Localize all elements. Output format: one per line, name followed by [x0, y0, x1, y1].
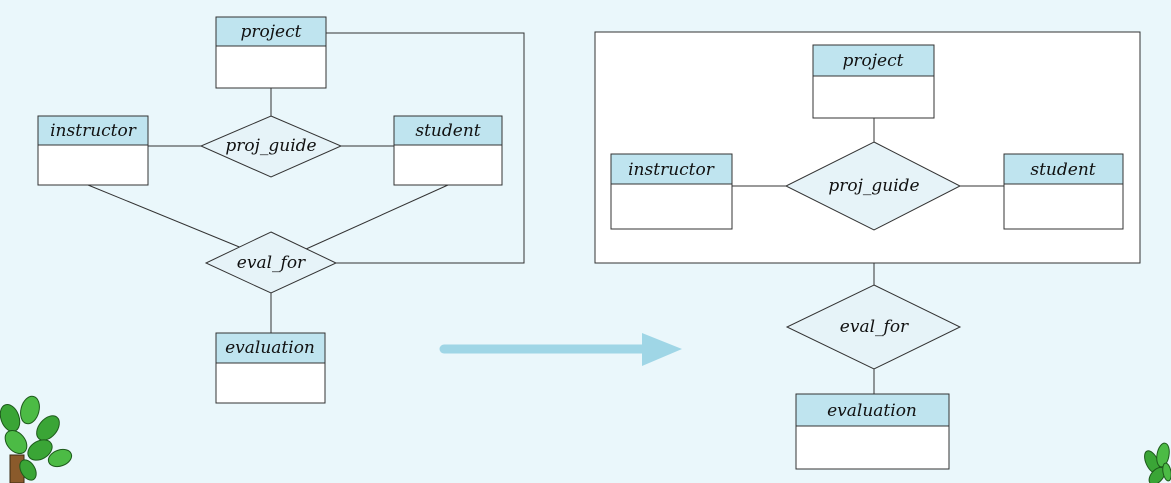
entity-instructor-label: instructor [50, 121, 137, 141]
entity-evaluation: evaluation [215, 332, 326, 404]
entity-evaluation-agg: evaluation [795, 393, 950, 470]
tree-icon [0, 395, 73, 483]
entity-student-label: student [415, 121, 480, 141]
entity-instructor-agg: instructor [610, 153, 733, 230]
entity-evaluation-label: evaluation [225, 338, 315, 358]
relationship-eval-for-agg: eval_for [785, 284, 962, 370]
relationship-eval-for-agg-label: eval_for [840, 317, 909, 337]
relationship-proj-guide: proj_guide [199, 115, 343, 178]
entity-instructor-agg-label: instructor [628, 160, 715, 180]
entity-evaluation-agg-label: evaluation [827, 401, 917, 421]
relationship-proj-guide-agg: proj_guide [784, 141, 962, 231]
right-diagram: project instructor student evaluation pr… [594, 31, 1141, 470]
edge-instructor-eval-for [87, 184, 255, 254]
entity-student-agg-label: student [1030, 160, 1095, 180]
entity-project-label: project [241, 22, 302, 42]
entity-project-agg-label: project [843, 51, 904, 71]
relationship-proj-guide-label: proj_guide [225, 136, 316, 156]
relationship-eval-for: eval_for [204, 231, 338, 294]
tree-icon [1144, 442, 1171, 483]
edge-student-eval-for [294, 184, 449, 255]
relationship-proj-guide-agg-label: proj_guide [828, 176, 919, 196]
entity-student-agg: student [1003, 153, 1124, 230]
entity-project: project [215, 16, 327, 89]
entity-instructor: instructor [37, 115, 149, 186]
right-arrow-icon [439, 333, 682, 366]
entity-project-agg: project [812, 44, 935, 119]
left-diagram: project instructor student evaluation pr… [37, 16, 525, 404]
edge-project-eval-for [326, 32, 525, 264]
entity-student: student [393, 115, 503, 186]
relationship-eval-for-label: eval_for [237, 253, 306, 273]
